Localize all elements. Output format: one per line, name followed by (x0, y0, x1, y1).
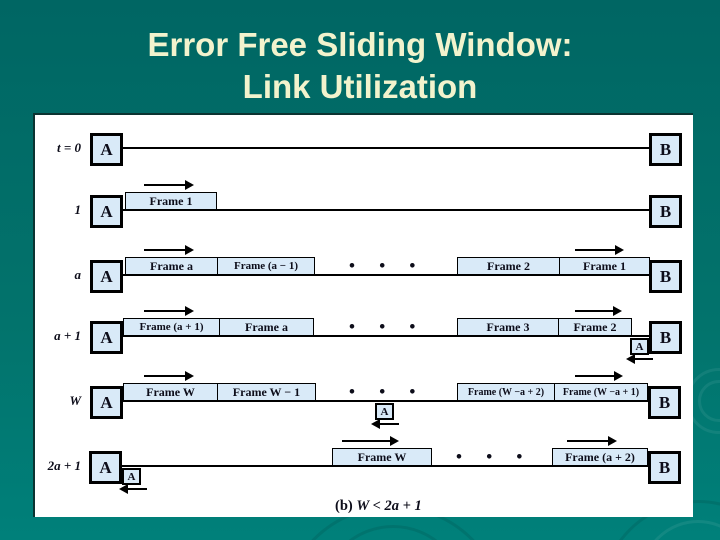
time-label: 1 (74, 202, 82, 217)
node-b-box: B (648, 386, 681, 419)
left-arrow-icon (626, 354, 653, 364)
right-arrow-icon (575, 371, 623, 381)
frame-box: Frame 2 (558, 318, 632, 336)
time-label: a + 1 (54, 328, 81, 343)
time-label: W (69, 393, 81, 408)
right-arrow-icon (575, 306, 622, 316)
node-a-box: A (90, 195, 123, 228)
ellipsis-dots: • • • (456, 447, 533, 466)
timeline (122, 209, 650, 211)
right-arrow-icon (144, 371, 194, 381)
frame-box: Frame (a + 1) (123, 318, 220, 336)
node-a-box: A (89, 451, 122, 484)
ellipsis-dots: • • • (349, 256, 426, 275)
ellipsis-dots: • • • (349, 317, 426, 336)
frame-box: Frame (W −a + 1) (554, 383, 648, 401)
frame-box: Frame 2 (457, 257, 560, 275)
node-b-box: B (649, 321, 682, 354)
right-arrow-icon (144, 306, 194, 316)
left-arrow-icon (371, 419, 399, 429)
frame-box: Frame 1 (559, 257, 650, 275)
time-label: a (74, 267, 82, 282)
slide-title-line1: Error Free Sliding Window: (147, 26, 573, 63)
node-b-box: B (649, 260, 682, 293)
node-a-box: A (90, 386, 123, 419)
node-a-box: A (90, 321, 123, 354)
figure-caption-formula: W < 2a + 1 (356, 498, 422, 514)
slide-title: Error Free Sliding Window: Link Utilizat… (0, 24, 720, 108)
left-arrow-icon (119, 484, 147, 494)
frame-box: Frame (a − 1) (217, 257, 315, 275)
frame-box: Frame a (219, 318, 314, 336)
slide-title-line2: Link Utilization (242, 68, 478, 105)
timeline (122, 147, 650, 149)
ellipsis-dots: • • • (349, 382, 426, 401)
right-arrow-icon (144, 180, 194, 190)
frame-box: Frame 1 (125, 192, 217, 210)
frame-box: Frame W − 1 (217, 383, 316, 401)
node-a-box: A (90, 260, 123, 293)
frame-box: Frame (W −a + 2) (457, 383, 555, 401)
diagram-panel: t = 0 A B 1 Frame 1 A B a Frame a Frame … (33, 113, 693, 517)
figure-caption-prefix: (b) (335, 498, 357, 514)
timeline (122, 335, 650, 337)
node-b-box: B (648, 451, 681, 484)
frame-box: Frame a (125, 257, 218, 275)
frame-box: Frame W (123, 383, 218, 401)
ack-box: A (375, 403, 394, 420)
right-arrow-icon (575, 245, 624, 255)
figure-caption: (b) W < 2a + 1 (335, 498, 422, 515)
time-label: t = 0 (56, 140, 81, 155)
node-b-box: B (649, 133, 682, 166)
time-label: 2a + 1 (47, 458, 81, 473)
ack-box: A (630, 338, 649, 355)
timeline (122, 274, 650, 276)
frame-box: Frame (a + 2) (552, 448, 648, 466)
right-arrow-icon (567, 436, 617, 446)
timeline (122, 465, 649, 467)
frame-box: Frame W (332, 448, 432, 466)
right-arrow-icon (144, 245, 194, 255)
node-b-box: B (649, 195, 682, 228)
timeline (122, 400, 650, 402)
right-arrow-icon (342, 436, 399, 446)
frame-box: Frame 3 (457, 318, 559, 336)
node-a-box: A (90, 133, 123, 166)
ack-box: A (122, 468, 141, 485)
